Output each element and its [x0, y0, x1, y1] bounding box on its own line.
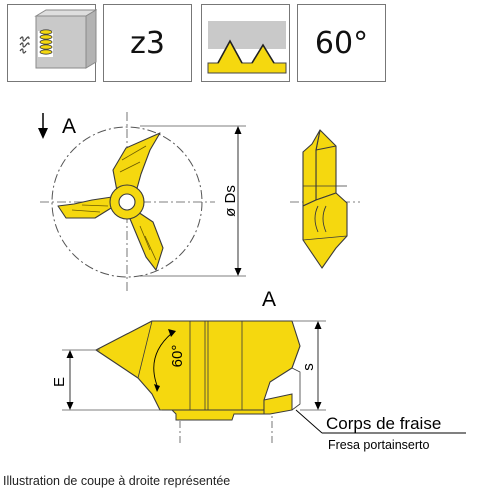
thread-internal-icon — [19, 9, 97, 69]
body-label: Corps de fraise — [326, 414, 441, 433]
dimension-e — [62, 349, 162, 411]
thread-profile-icon — [207, 21, 287, 74]
dimension-s-label: s — [300, 363, 317, 371]
diameter-label: ø Ds — [222, 185, 239, 217]
insert-technical-drawing: A ø Ds — [38, 112, 466, 452]
insert-side-view — [290, 129, 360, 269]
body-sublabel: Fresa portainserto — [328, 438, 429, 452]
dimension-s — [292, 320, 326, 411]
figure-caption: Illustration de coupe à droite représent… — [3, 474, 231, 488]
angle-label: 60° — [169, 345, 186, 368]
thread-type-tile — [7, 4, 97, 82]
teeth-count-label: z3 — [130, 25, 165, 61]
thread-angle-tile: 60° — [297, 4, 386, 82]
teeth-count-tile: z3 — [103, 4, 192, 82]
diameter-dimension — [140, 125, 246, 277]
profile-view-label: A — [262, 288, 276, 311]
dimension-e-label: E — [51, 377, 68, 387]
thread-angle-label: 60° — [314, 25, 369, 61]
insert-profile-view — [95, 320, 301, 444]
insert-front-view — [40, 112, 215, 292]
thread-profile-tile — [201, 4, 290, 82]
view-arrow-label: A — [62, 115, 76, 138]
body-callout — [295, 409, 466, 434]
view-direction-arrow — [38, 113, 48, 139]
